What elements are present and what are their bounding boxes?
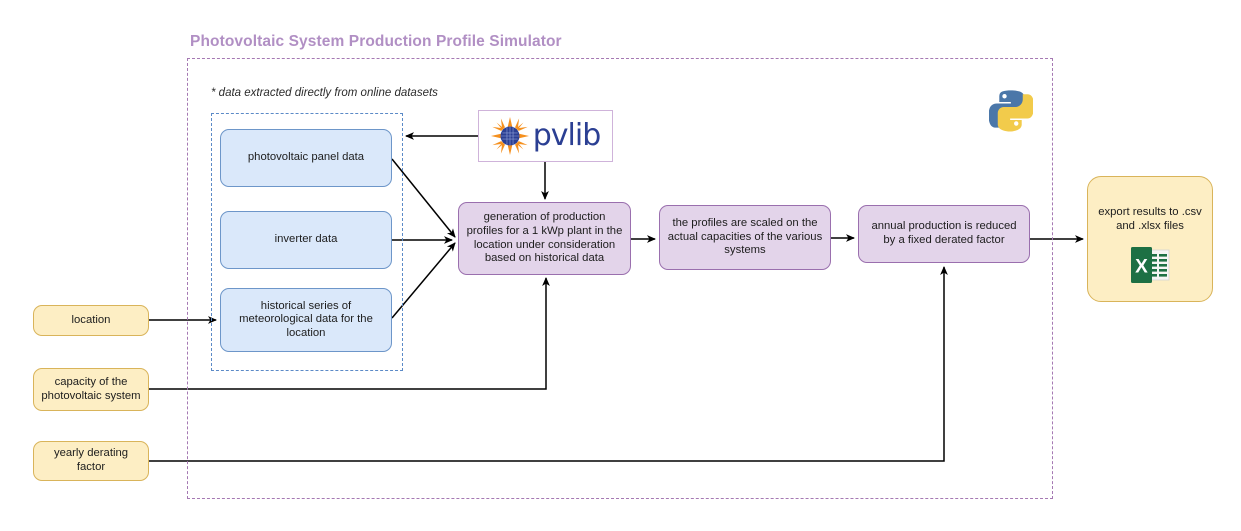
node-generation-of-production-profiles[interactable]: generation of production profiles for a … xyxy=(458,202,631,275)
node-photovoltaic-panel-data[interactable]: photovoltaic panel data xyxy=(220,129,392,187)
pvlib-logo-card[interactable]: pvlib xyxy=(478,110,613,162)
pvlib-sun-icon xyxy=(490,117,529,155)
online-data-group xyxy=(211,113,403,371)
excel-icon: X xyxy=(1131,247,1170,283)
node-annual-production-derated[interactable]: annual production is reduced by a fixed … xyxy=(858,205,1030,263)
page-title: Photovoltaic System Production Profile S… xyxy=(190,33,562,50)
python-logo-icon xyxy=(989,90,1033,132)
svg-text:X: X xyxy=(1135,257,1148,278)
data-source-note: * data extracted directly from online da… xyxy=(211,87,438,99)
node-meteorological-data[interactable]: historical series of meteorological data… xyxy=(220,288,392,352)
input-system-capacity[interactable]: capacity of the photovoltaic system xyxy=(33,368,149,411)
node-inverter-data[interactable]: inverter data xyxy=(220,211,392,269)
node-export-results[interactable]: export results to .csv and .xlsx files X xyxy=(1087,176,1213,302)
node-profiles-scaled-to-capacity[interactable]: the profiles are scaled on the actual ca… xyxy=(659,205,831,270)
export-label: export results to .csv and .xlsx files xyxy=(1098,206,1202,232)
simulator-boundary xyxy=(187,58,1053,499)
pvlib-wordmark: pvlib xyxy=(532,118,602,153)
input-location[interactable]: location xyxy=(33,305,149,336)
input-yearly-derating-factor[interactable]: yearly derating factor xyxy=(33,441,149,481)
